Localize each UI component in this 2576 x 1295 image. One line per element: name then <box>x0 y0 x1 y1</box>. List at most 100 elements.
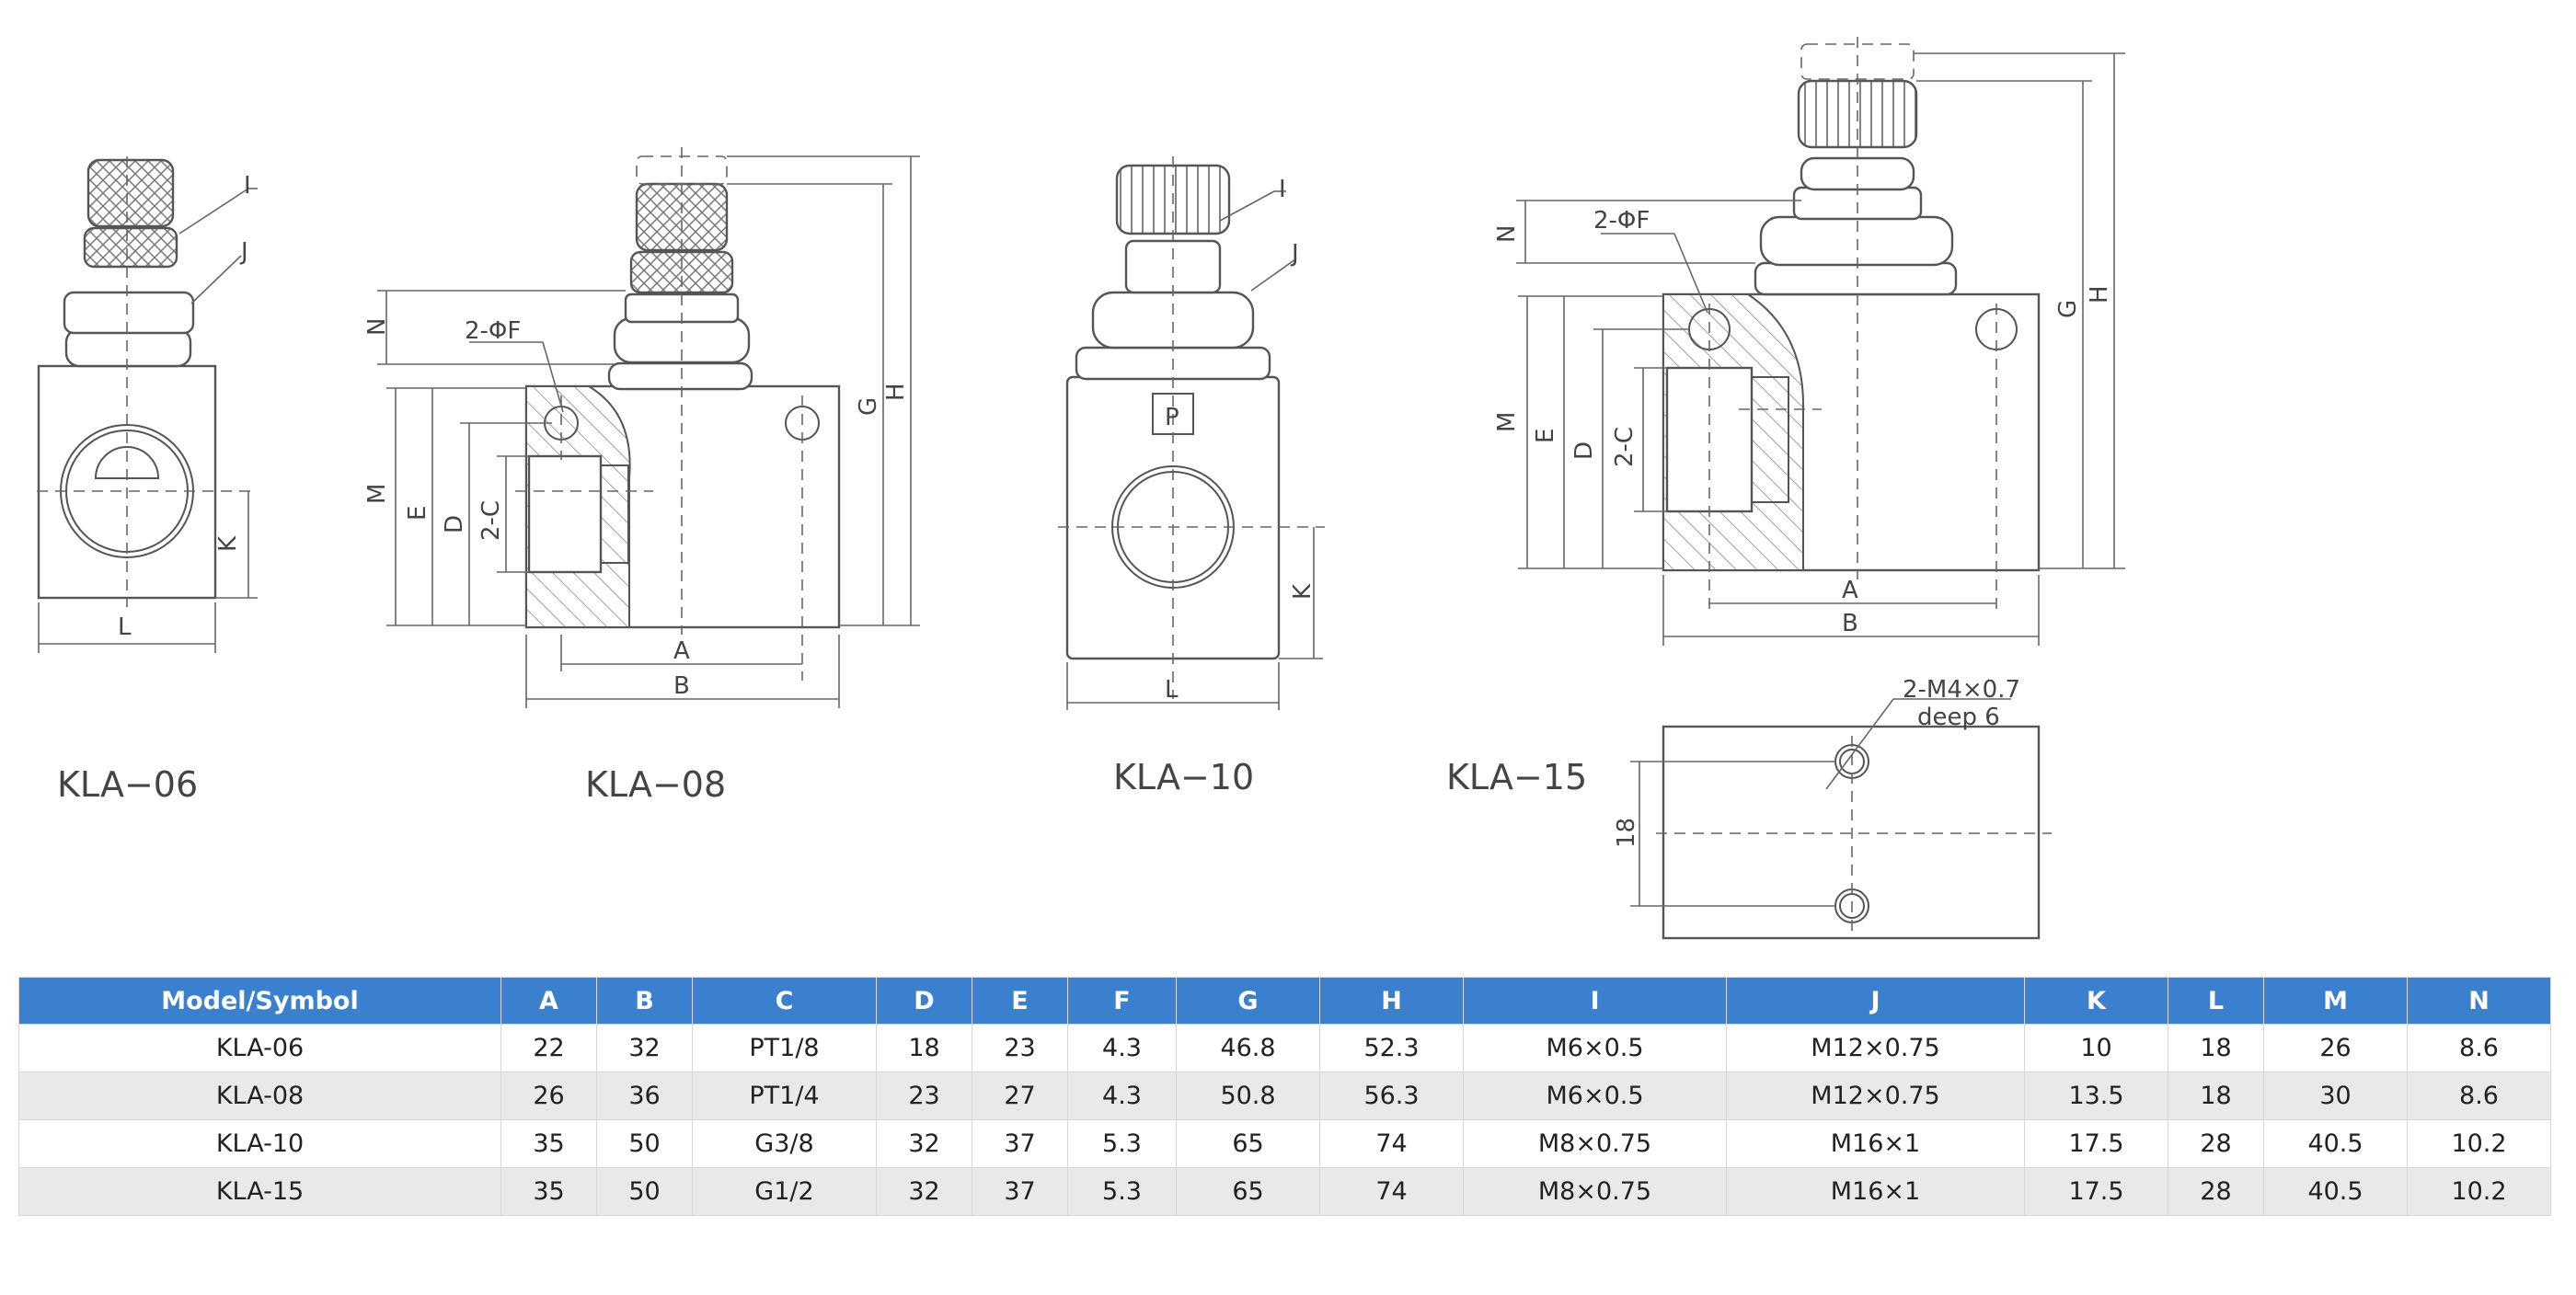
dim-label-i: I <box>244 172 251 200</box>
dim-label-d-15: D <box>1570 441 1598 460</box>
table-cell: G3/8 <box>692 1119 877 1168</box>
col-header: N <box>2407 977 2551 1025</box>
table-cell: 32 <box>876 1167 972 1216</box>
table-cell: 32 <box>596 1024 693 1072</box>
table-cell: 17.5 <box>2024 1119 2168 1168</box>
table-row: KLA-06 22 32 PT1/8 18 23 4.3 46.8 52.3 M… <box>18 1024 2551 1072</box>
model-label-kla-06: KLA−06 <box>57 764 198 805</box>
note-thread: 2-M4×0.7 <box>1903 676 2020 704</box>
table-cell: 10.2 <box>2407 1167 2551 1216</box>
model-label-kla-10: KLA−10 <box>1113 757 1254 797</box>
model-label-kla-15: KLA−15 <box>1446 757 1587 797</box>
table-cell: 40.5 <box>2263 1167 2408 1216</box>
table-cell: 26 <box>2263 1024 2408 1072</box>
dim-label-h-15: H <box>2086 285 2113 304</box>
dim-label-l: L <box>118 613 132 641</box>
col-header: B <box>596 977 693 1025</box>
dim-label-2-c: 2-C <box>477 500 505 541</box>
col-header: D <box>876 977 972 1025</box>
table-cell: 50 <box>596 1119 693 1168</box>
drawing-kla-15: 2-ΦF N M E D 2-C A B G H KLA−15 18 2-M4×… <box>1446 37 2125 940</box>
dim-label-g-15: G <box>2054 300 2082 318</box>
table-cell: 5.3 <box>1067 1167 1177 1216</box>
table-cell: 36 <box>596 1072 693 1120</box>
table-cell: 8.6 <box>2407 1024 2551 1072</box>
note-deep: deep 6 <box>1917 704 2000 731</box>
table-cell: 26 <box>500 1072 597 1120</box>
table-cell: M16×1 <box>1726 1119 2025 1168</box>
dim-label-i-10: I <box>1279 176 1286 203</box>
table-row: KLA-08 26 36 PT1/4 23 27 4.3 50.8 56.3 M… <box>18 1072 2551 1120</box>
table-cell: 28 <box>2168 1167 2264 1216</box>
dim-label-l-10: L <box>1165 676 1179 704</box>
col-header: K <box>2024 977 2168 1025</box>
drawing-kla-10: P I J K L KLA−10 <box>1058 156 1325 797</box>
table-cell: 32 <box>876 1119 972 1168</box>
table-cell: M12×0.75 <box>1726 1072 2025 1120</box>
table-cell: M12×0.75 <box>1726 1024 2025 1072</box>
table-cell: 56.3 <box>1319 1072 1464 1120</box>
dim-label-e: E <box>404 506 431 521</box>
table-cell: 18 <box>2168 1072 2264 1120</box>
dim-label-d: D <box>441 515 468 533</box>
table-cell: KLA-15 <box>18 1167 501 1216</box>
col-header: C <box>692 977 877 1025</box>
col-header: J <box>1726 977 2025 1025</box>
table-cell: 65 <box>1176 1167 1320 1216</box>
table-cell: 18 <box>2168 1024 2264 1072</box>
dim-label-b: B <box>673 672 690 700</box>
table-cell: 37 <box>972 1119 1068 1168</box>
table-cell: KLA-08 <box>18 1072 501 1120</box>
dim-label-e-15: E <box>1532 429 1559 443</box>
dim-label-j-10: J <box>1290 240 1299 268</box>
col-header: E <box>972 977 1068 1025</box>
table-cell: 30 <box>2263 1072 2408 1120</box>
col-header: A <box>500 977 597 1025</box>
table-cell: 37 <box>972 1167 1068 1216</box>
table-cell: 4.3 <box>1067 1024 1177 1072</box>
table-cell: 23 <box>972 1024 1068 1072</box>
table-cell: 5.3 <box>1067 1119 1177 1168</box>
table-cell: M8×0.75 <box>1463 1119 1727 1168</box>
dim-label-k-10: K <box>1289 583 1317 600</box>
table-row: KLA-15 35 50 G1/2 32 37 5.3 65 74 M8×0.7… <box>18 1167 2551 1216</box>
drawing-kla-08: 2-ΦF N M E D 2-C A B G H KLA−08 <box>363 147 920 805</box>
table-cell: 13.5 <box>2024 1072 2168 1120</box>
col-header: F <box>1067 977 1177 1025</box>
dim-label-a: A <box>673 637 690 665</box>
col-header: H <box>1319 977 1464 1025</box>
table-cell: G1/2 <box>692 1167 877 1216</box>
table-cell: 27 <box>972 1072 1068 1120</box>
table-cell: PT1/8 <box>692 1024 877 1072</box>
dim-label-m: M <box>363 484 391 504</box>
dim-label-2-phi-f-15: 2-ΦF <box>1593 207 1650 235</box>
table-cell: 4.3 <box>1067 1072 1177 1120</box>
table-cell: M6×0.5 <box>1463 1072 1727 1120</box>
table-cell: 65 <box>1176 1119 1320 1168</box>
dim-label-j: J <box>239 238 248 266</box>
table-cell: M6×0.5 <box>1463 1024 1727 1072</box>
col-header: M <box>2263 977 2408 1025</box>
table-cell: PT1/4 <box>692 1072 877 1120</box>
table-cell: 18 <box>876 1024 972 1072</box>
dim-label-n-15: N <box>1493 225 1521 243</box>
dim-label-h: H <box>882 383 910 401</box>
col-header: L <box>2168 977 2264 1025</box>
dim-label-k: K <box>214 535 242 552</box>
table-cell: M8×0.75 <box>1463 1167 1727 1216</box>
drawings-svg: I J K L KLA−06 <box>37 37 2125 940</box>
table-cell: 50.8 <box>1176 1072 1320 1120</box>
col-header: Model/Symbol <box>18 977 501 1025</box>
table-cell: 74 <box>1319 1167 1464 1216</box>
table-cell: 35 <box>500 1167 597 1216</box>
table-row: KLA-10 35 50 G3/8 32 37 5.3 65 74 M8×0.7… <box>18 1119 2551 1168</box>
table-cell: 40.5 <box>2263 1119 2408 1168</box>
dim-label-b-15: B <box>1842 610 1858 637</box>
table-header-row: Model/Symbol A B C D E F G H I J K L M N <box>18 977 2551 1025</box>
dim-label-n: N <box>363 318 391 336</box>
dim-label-g: G <box>855 397 882 416</box>
table-cell: 50 <box>596 1167 693 1216</box>
table-cell: KLA-10 <box>18 1119 501 1168</box>
table-cell: 23 <box>876 1072 972 1120</box>
table-cell: 10.2 <box>2407 1119 2551 1168</box>
